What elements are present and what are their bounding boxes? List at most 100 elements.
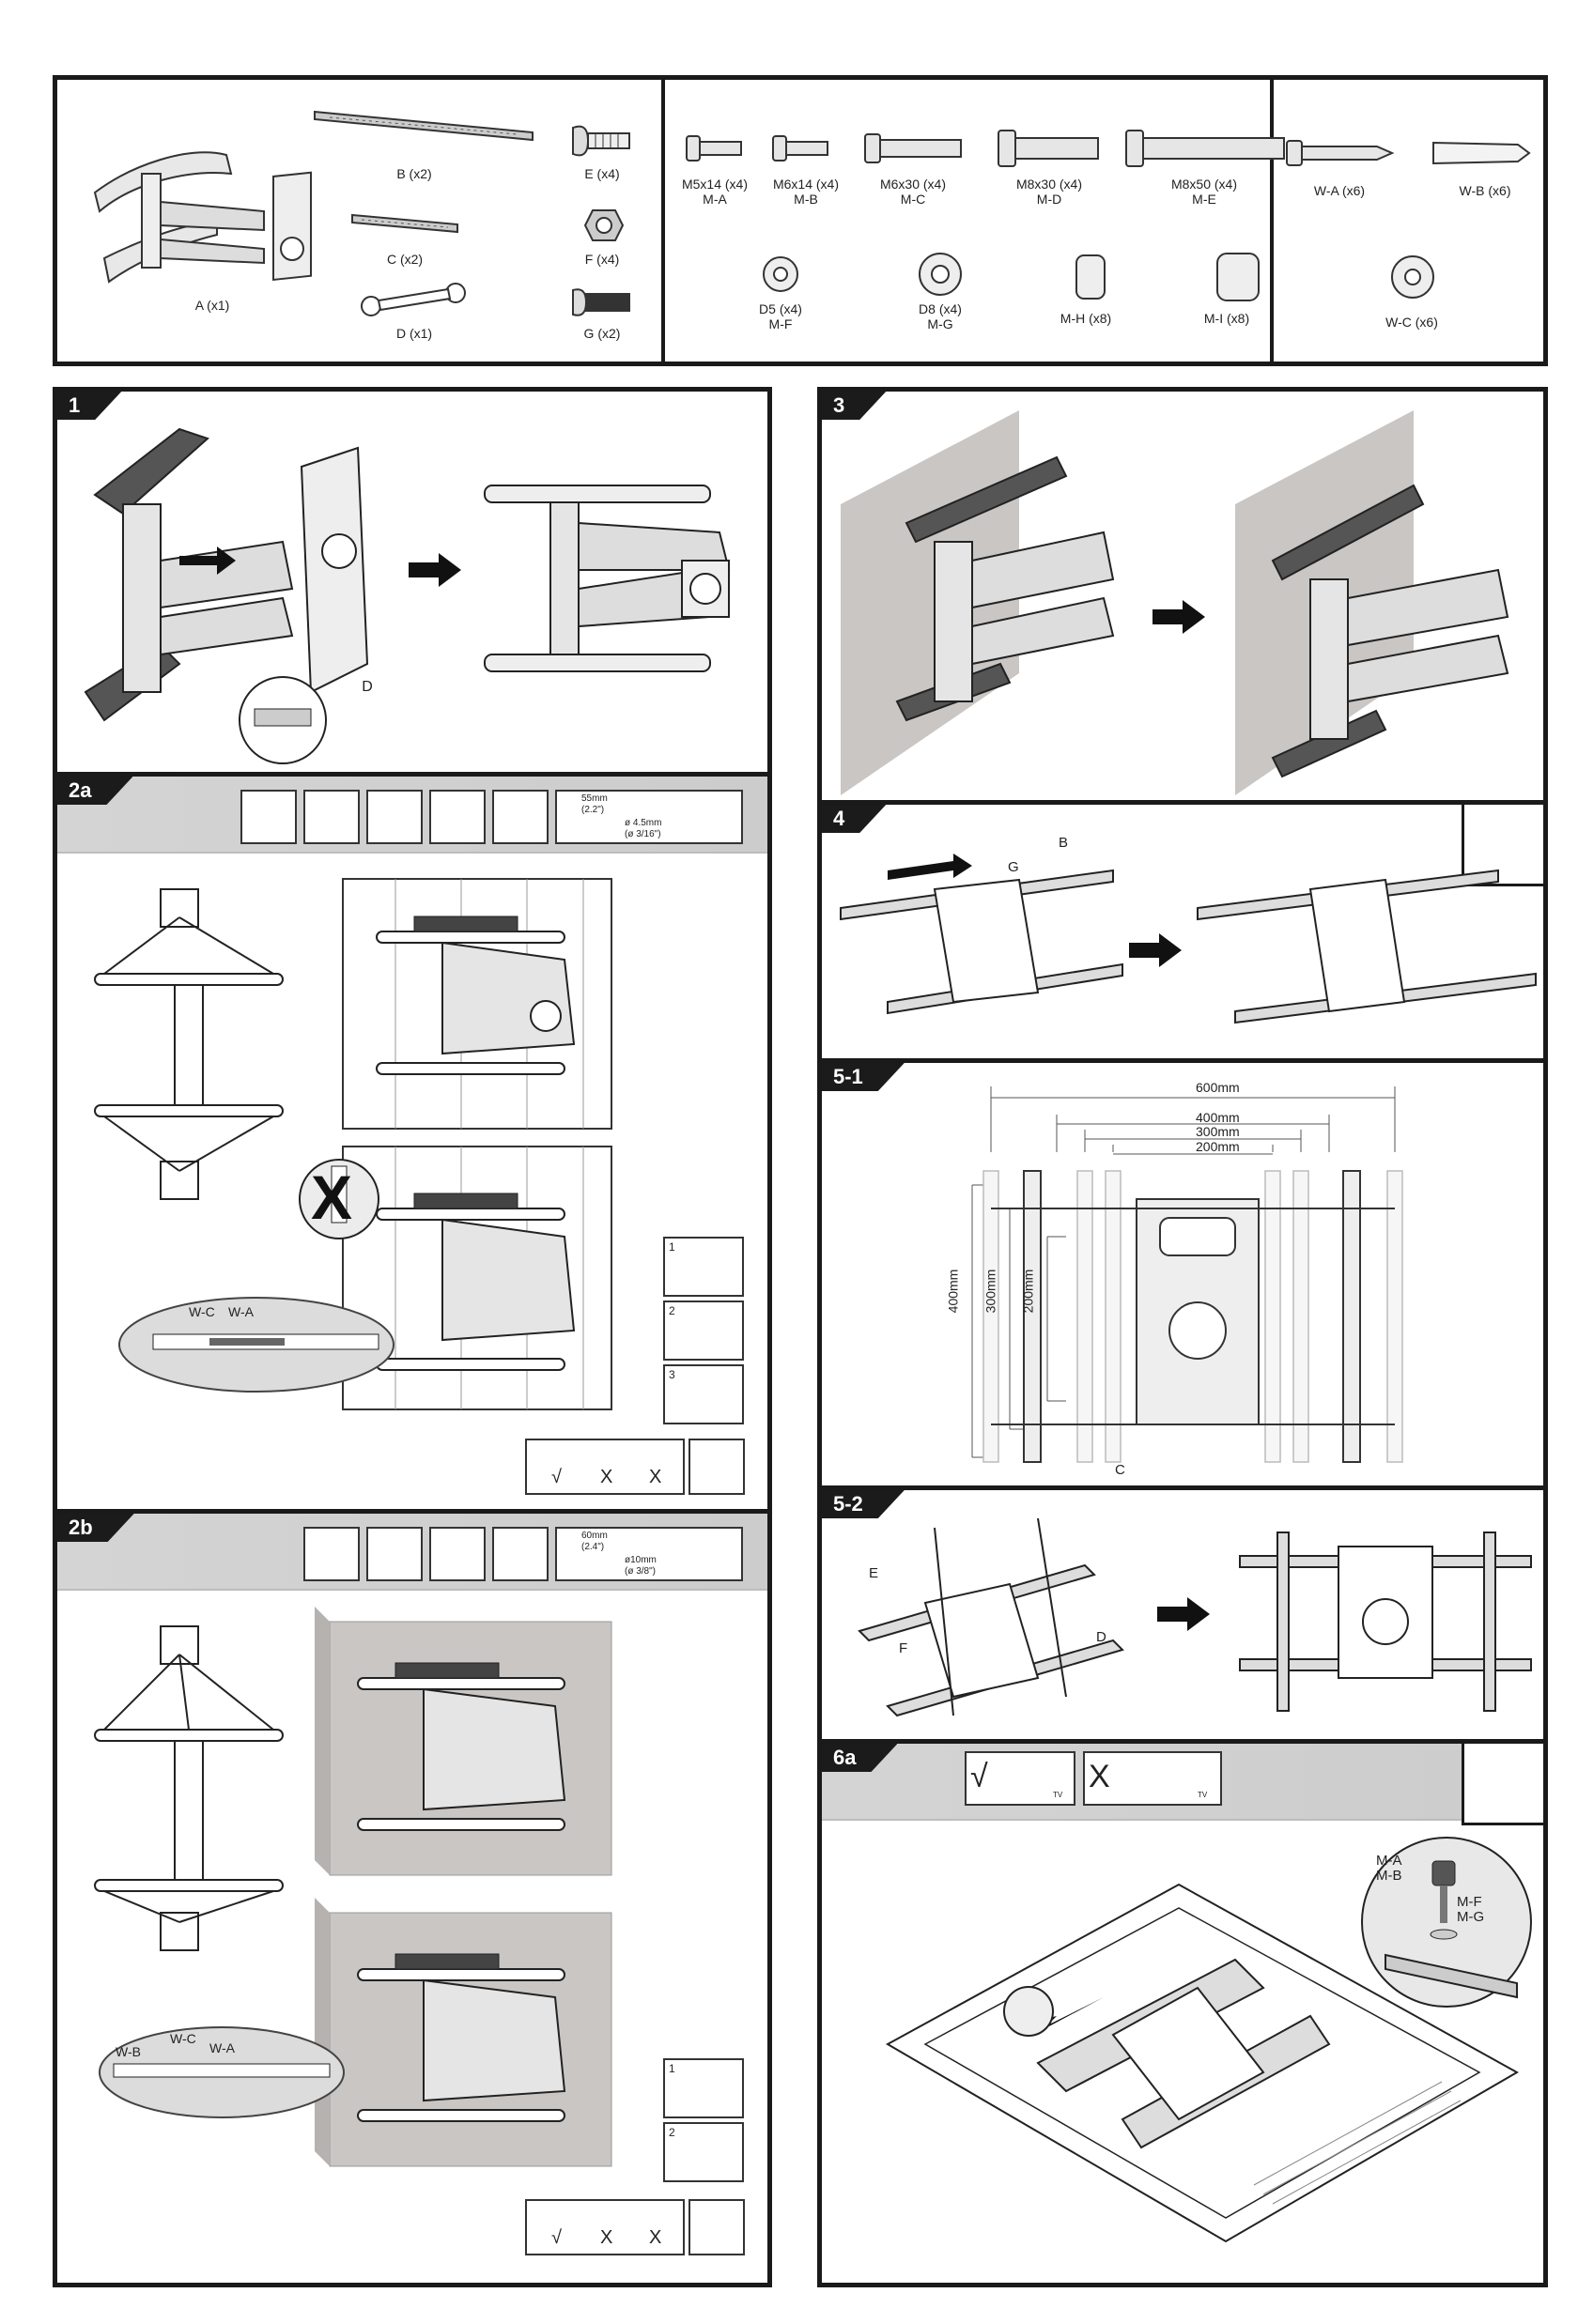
step-5-2-label-e: E — [869, 1565, 879, 1581]
d5-size: D5 (x4) — [759, 301, 802, 316]
step-6a-header: 6a √ TV X TV — [822, 1744, 1543, 1821]
m-c-size: M6x30 (x4) — [879, 177, 947, 192]
step-5-2-separator — [822, 1485, 1543, 1490]
no-anchor-x-mark: X — [311, 1162, 353, 1232]
drill-tool-icon-2b — [492, 1527, 549, 1581]
step-5-2-tag: 5-2 — [822, 1490, 905, 1518]
right-column-panel: 3 4 B G 5-1 — [817, 387, 1548, 2287]
step-5-1-tag: 5-1 — [822, 1063, 905, 1091]
step-4-next-arrow — [1129, 933, 1182, 967]
parts-divider-2 — [1270, 80, 1274, 362]
pencil-tool-icon-2b — [429, 1527, 486, 1581]
m-g-code: M-G — [927, 316, 953, 331]
step-1-assembled-illustration — [484, 485, 731, 672]
correct-screw-length-icon: √ TV — [965, 1751, 1075, 1806]
part-d-label: D (x1) — [395, 326, 433, 341]
w-c-label: W-C (x6) — [1385, 315, 1438, 330]
drill-depth-in-2b: (2.4") — [581, 1542, 605, 1552]
dim-200mm-h: 200mm — [1020, 1269, 1036, 1314]
check-ok-tv: TV — [1053, 1791, 1063, 1799]
washers-spacers-illustration — [763, 253, 1260, 301]
w-b-label: W-B (x6) — [1459, 183, 1511, 198]
part-d-wrench-illustration — [361, 283, 466, 316]
part-g-label: G (x2) — [583, 326, 621, 341]
step-2a-substep-2: 2 — [663, 1301, 744, 1361]
step-2b-substep-1: 1 — [663, 2058, 744, 2118]
step-2a-wood-wall-bottom — [342, 1146, 612, 1410]
step-2b-label-wb: W-B — [116, 2044, 141, 2059]
m-b-code: M-B — [794, 192, 818, 207]
step-4-bracket-assembly-left — [840, 854, 1123, 1015]
level-ok-2b: √ — [551, 2227, 562, 2248]
step-2a-substep-1: 1 — [663, 1237, 744, 1297]
step-2b-label-wa: W-A — [209, 2040, 235, 2055]
step-5-1-label-c: C — [1115, 1462, 1125, 1478]
step-1-label-d: D — [362, 679, 373, 695]
step-6a-label-mb: M-B — [1376, 1868, 1402, 1884]
step-6a-label-ma: M-A — [1376, 1853, 1402, 1869]
step-6a-tag: 6a — [822, 1744, 897, 1772]
dim-300mm-h: 300mm — [982, 1269, 998, 1314]
m-b-size: M6x14 (x4) — [772, 177, 840, 192]
step-2a-tag: 2a — [57, 777, 132, 805]
step-3-mount-on-wall-left — [841, 410, 1115, 795]
step-2b-label-wc: W-C — [170, 2031, 196, 2046]
step-6a-screw-zoom — [1361, 1837, 1532, 2008]
pencil-tool-icon — [429, 790, 486, 844]
drill-depth-spec-2b: 60mm (2.4") ø10mm (ø 3/8") — [555, 1527, 743, 1581]
step-2b-template-illustration — [94, 1625, 284, 1951]
level-bad1-2b: X — [600, 2227, 613, 2248]
parts-divider-1 — [661, 80, 665, 362]
m-f-code: M-F — [768, 316, 793, 331]
check-bad-mark: X — [1089, 1759, 1110, 1794]
step-2a-label-wc: W-C — [189, 1304, 215, 1319]
substep-1-number-2b: 1 — [669, 2062, 675, 2075]
step-4-bracket-assembly-right — [1197, 869, 1537, 1024]
step-5-2-label-f: F — [899, 1640, 908, 1656]
step-2a-wood-wall-top — [342, 878, 612, 1130]
screwdriver-tool-icon — [366, 790, 423, 844]
step-2a-detail-zoom — [118, 1297, 394, 1393]
step-1-next-arrow — [409, 553, 461, 587]
dim-200mm-w: 200mm — [1196, 1139, 1240, 1154]
part-e-label: E (x4) — [584, 166, 620, 181]
drill-bit-2a: ø 4.5mm — [625, 818, 662, 828]
step-2b-level-check: √ X X — [525, 2199, 685, 2255]
drill-depth-2b: 60mm — [581, 1531, 608, 1541]
drill-tool-icon — [492, 790, 549, 844]
w-parts-illustration — [1286, 140, 1531, 166]
part-e-bolt-illustration — [572, 125, 630, 157]
step-6a-separator — [822, 1739, 1543, 1744]
drill-depth-spec: 55mm (2.2") ø 4.5mm (ø 3/16") — [555, 790, 743, 844]
drill-depth-in-2a: (2.2") — [581, 805, 605, 815]
m-a-size: M5x14 (x4) — [681, 177, 749, 192]
m-e-size: M8x50 (x4) — [1170, 177, 1238, 192]
step-2b-drill-icon — [688, 2199, 745, 2255]
wood-stud-tool-icon — [240, 790, 297, 844]
part-g-bolt-illustration — [572, 288, 630, 316]
level-bad1-2a: X — [600, 1467, 613, 1487]
step-2b-header: 2b 60mm (2.4") ø10mm (ø 3/8") — [57, 1514, 767, 1591]
level-ok-2a: √ — [551, 1467, 562, 1487]
dim-600mm: 600mm — [1196, 1080, 1240, 1095]
screwdriver-tool-icon-2b — [366, 1527, 423, 1581]
step-2a-substep-3: 3 — [663, 1364, 744, 1424]
step-5-2-label-d: D — [1096, 1629, 1106, 1645]
no-anchor-warning-icon — [299, 1159, 379, 1239]
step-6a-label-mg: M-G — [1457, 1909, 1485, 1925]
dim-400mm-h: 400mm — [945, 1269, 961, 1314]
step-4-tag: 4 — [822, 805, 886, 833]
part-a-arm-illustration — [93, 151, 312, 284]
m-a-code: M-A — [703, 192, 727, 207]
step-1-arm-illustration — [84, 427, 369, 764]
step-5-2-exploded-bracket — [858, 1517, 1124, 1717]
check-bad-tv: TV — [1198, 1791, 1208, 1799]
part-a-label: A (x1) — [194, 298, 230, 313]
step-6a-tv-back-illustration — [885, 1883, 1520, 2243]
m-i-label: M-I (x8) — [1203, 311, 1250, 326]
part-c-rail-illustration — [351, 213, 458, 234]
part-f-nut-illustration — [583, 209, 625, 241]
m-d-size: M8x30 (x4) — [1015, 177, 1083, 192]
left-column-panel: 1 D 2a 55mm (2.2") ø 4.5mm — [53, 387, 772, 2287]
step-2b-concrete-wall-top — [315, 1607, 612, 1876]
